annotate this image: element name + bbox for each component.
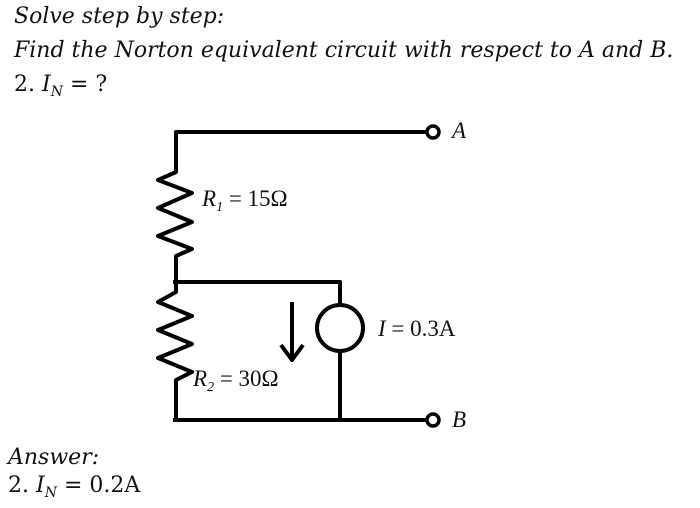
answer-var: I (36, 473, 45, 498)
source-label: I = 0.3A (378, 316, 456, 342)
r2-value: = 30Ω (214, 366, 279, 391)
question-rest: = ? (62, 72, 108, 97)
source-symbol: I (378, 316, 386, 341)
answer-number: 2. (8, 473, 29, 498)
source-value: = 0.3A (385, 316, 456, 341)
answer-sub: N (44, 485, 57, 501)
question-text: 2. IN = ? (14, 72, 107, 100)
current-arrow-icon (279, 302, 305, 362)
terminal-b-label: B (452, 407, 467, 432)
answer-heading: Answer: (8, 445, 100, 470)
terminal-b-icon (425, 412, 441, 428)
instruction-text: Solve step by step: (14, 4, 225, 29)
wire-middle (173, 280, 342, 305)
resistor-r2 (156, 282, 194, 422)
r2-symbol: R (193, 366, 208, 391)
answer-value: = 0.2A (56, 473, 141, 498)
question-var: I (42, 72, 51, 97)
terminal-a-label: A (452, 118, 467, 143)
r1-symbol: R (202, 186, 217, 211)
r2-label: R2 = 30Ω (193, 366, 279, 396)
question-sub: N (50, 84, 63, 100)
current-source (315, 303, 365, 353)
wire-top (174, 130, 427, 168)
question-number: 2. (14, 72, 35, 97)
r1-label: R1 = 15Ω (202, 186, 288, 216)
r1-value: = 15Ω (223, 186, 288, 211)
r1-sub: 1 (216, 200, 224, 215)
resistor-r1 (156, 168, 194, 282)
task-text: Find the Norton equivalent circuit with … (14, 38, 674, 63)
terminal-a-icon (425, 124, 441, 140)
r2-sub: 2 (207, 380, 215, 395)
answer-text: 2. IN = 0.2A (8, 473, 140, 501)
